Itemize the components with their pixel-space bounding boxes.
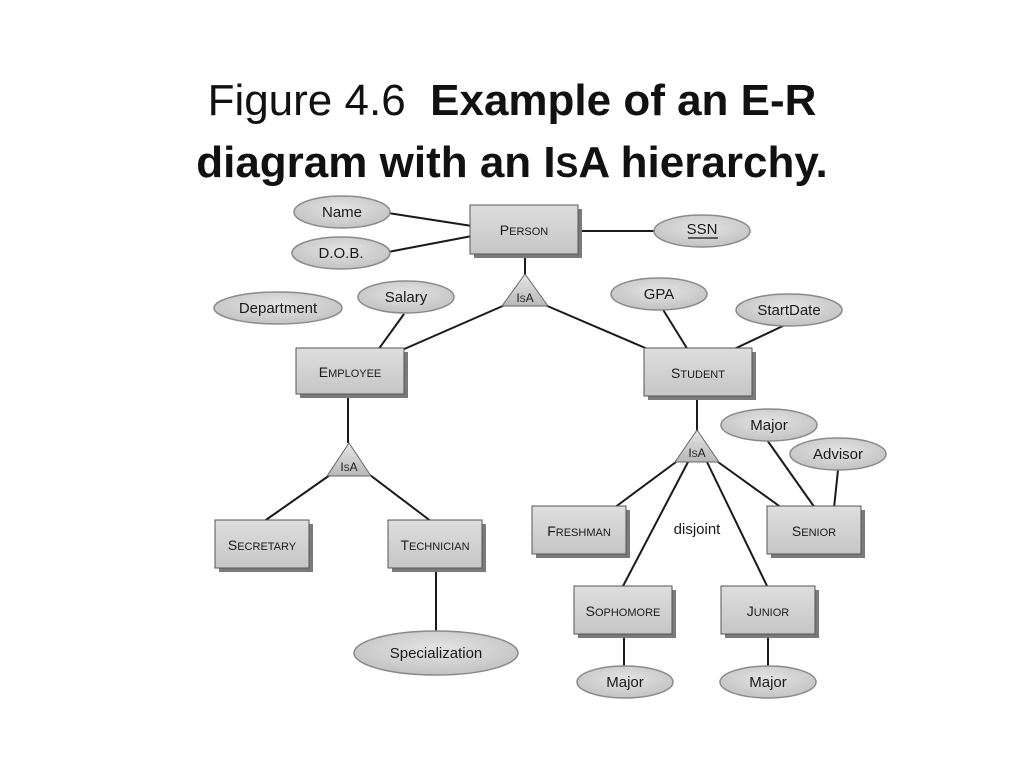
svg-text:Major: Major [750, 417, 788, 434]
attribute-startdate: StartDate [735, 293, 843, 327]
svg-text:Advisor: Advisor [813, 446, 863, 463]
entity-freshman: FRESHMAN [531, 505, 630, 558]
svg-text:SENIOR: SENIOR [792, 523, 836, 539]
svg-text:Major: Major [606, 674, 644, 691]
line-advisor-senior [833, 469, 839, 509]
attribute-salary: Salary [357, 280, 455, 314]
connector-lines [262, 212, 839, 666]
line-isa-freshman [613, 461, 677, 509]
line-isa-student [544, 304, 651, 351]
attribute-specialization: Specialization [353, 630, 519, 676]
attribute-advisor: Advisor [789, 437, 887, 471]
svg-text:FRESHMAN: FRESHMAN [547, 523, 611, 539]
entity-student: STUDENT [643, 347, 756, 400]
caption-line-2: diagram with an ISA hierarchy. [196, 138, 828, 187]
entity-junior: JUNIOR [720, 585, 819, 638]
attribute-name: Name [293, 195, 391, 229]
entity-person: PERSON [469, 204, 582, 258]
svg-text:Name: Name [322, 204, 362, 221]
attribute-gpa: GPA [610, 277, 708, 311]
attribute-ssn: SSN [653, 214, 751, 248]
line-major-senior [766, 439, 816, 509]
attribute-major-junior: Major [719, 665, 817, 699]
svg-text:ISA: ISA [688, 446, 705, 460]
svg-text:JUNIOR: JUNIOR [747, 603, 790, 619]
svg-text:Salary: Salary [385, 289, 428, 306]
svg-text:Major: Major [749, 674, 787, 691]
attribute-major-sophomore: Major [576, 665, 674, 699]
entity-employee: EMPLOYEE [295, 347, 408, 398]
svg-text:Specialization: Specialization [390, 645, 483, 662]
caption-line-1: Example of an E-R [430, 76, 817, 125]
line-isa-technician [369, 474, 433, 523]
svg-text:STUDENT: STUDENT [671, 365, 725, 381]
svg-text:SSN: SSN [687, 221, 718, 238]
attribute-dob: D.O.B. [291, 236, 391, 270]
svg-text:StartDate: StartDate [757, 302, 820, 319]
line-name-person [387, 212, 473, 227]
figure-title: Figure 4.6 Example of an E-R diagram wit… [0, 70, 1024, 197]
svg-text:SOPHOMORE: SOPHOMORE [586, 603, 661, 619]
entity-sophomore: SOPHOMORE [573, 585, 676, 638]
svg-text:ISA: ISA [340, 460, 357, 474]
svg-text:PERSON: PERSON [500, 222, 549, 238]
svg-text:ISA: ISA [516, 291, 533, 305]
svg-text:Department: Department [239, 300, 318, 317]
line-isa-junior [706, 461, 769, 589]
line-isa-sophomore [621, 461, 689, 589]
svg-text:SECRETARY: SECRETARY [228, 537, 297, 553]
line-dob-person [387, 235, 473, 253]
svg-text:TECHNICIAN: TECHNICIAN [400, 537, 469, 553]
isa-triangle-employee: ISA [326, 442, 372, 477]
figure-label: Figure 4.6 [207, 76, 406, 125]
disjoint-label: disjoint [674, 521, 722, 538]
svg-text:D.O.B.: D.O.B. [318, 245, 363, 262]
entity-secretary: SECRETARY [214, 519, 313, 572]
isa-triangle-person: ISA [501, 273, 549, 307]
attribute-major-senior: Major [720, 408, 818, 442]
line-isa-senior [717, 461, 783, 509]
svg-text:EMPLOYEE: EMPLOYEE [319, 364, 382, 380]
attribute-department: Department [213, 291, 343, 325]
line-isa-employee [401, 304, 506, 351]
entity-technician: TECHNICIAN [387, 519, 486, 572]
entity-senior: SENIOR [766, 505, 865, 558]
line-isa-secretary [262, 474, 331, 523]
line-salary-employee [377, 313, 405, 351]
svg-text:GPA: GPA [644, 286, 675, 303]
line-gpa-student [661, 307, 689, 351]
line-startdate-student [731, 324, 786, 351]
isa-triangle-student: ISA [674, 429, 720, 463]
